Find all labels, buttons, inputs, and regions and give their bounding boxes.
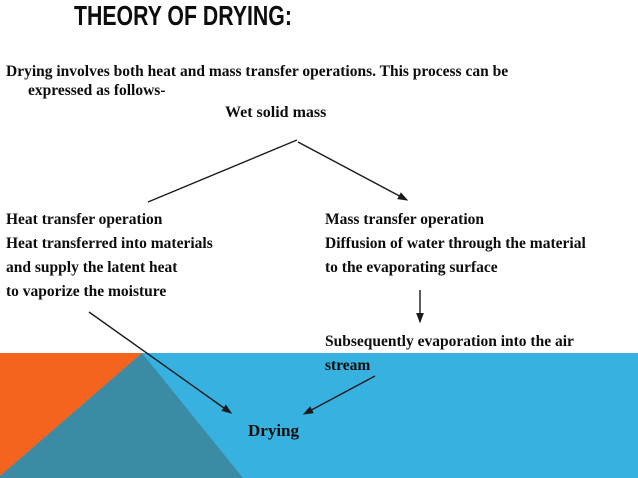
mass-column-line: Mass transfer operation [325,211,484,228]
slide-title: THEORY OF DRYING: [74,0,292,31]
connector-wet-to-heat [147,139,298,203]
heat-column-line: and supply the latent heat [6,259,178,276]
drying-label: Drying [248,421,299,440]
intro-line-1: Drying involves both heat and mass trans… [6,63,509,80]
mass-transfer-column: Mass transfer operation Diffusion of wat… [325,208,586,280]
intro-line-2: expressed as follows- [28,82,166,99]
subsequent-evaporation-label: Subsequently evaporation into the air st… [325,330,574,378]
heat-column-line: Heat transfer operation [6,211,163,228]
subsequent-line: stream [325,357,371,374]
subsequent-line: Subsequently evaporation into the air [325,333,574,350]
mass-column-line: to the evaporating surface [325,259,498,276]
wet-solid-mass-label: Wet solid mass [225,104,327,121]
arrow-heat-to-drying [88,311,233,414]
heat-transfer-column: Heat transfer operation Heat transferred… [6,208,213,304]
arrow-wet-to-mass [297,141,409,201]
heat-column-line: Heat transferred into materials [6,235,213,252]
intro-paragraph: Drying involves both heat and mass trans… [6,62,508,100]
teal-triangle-shape [0,353,243,478]
arrow-stream-to-drying [302,375,376,415]
orange-triangle-shape [0,353,142,476]
heat-column-line: to vaporize the moisture [6,283,167,300]
mass-column-line: Diffusion of water through the material [325,235,586,252]
